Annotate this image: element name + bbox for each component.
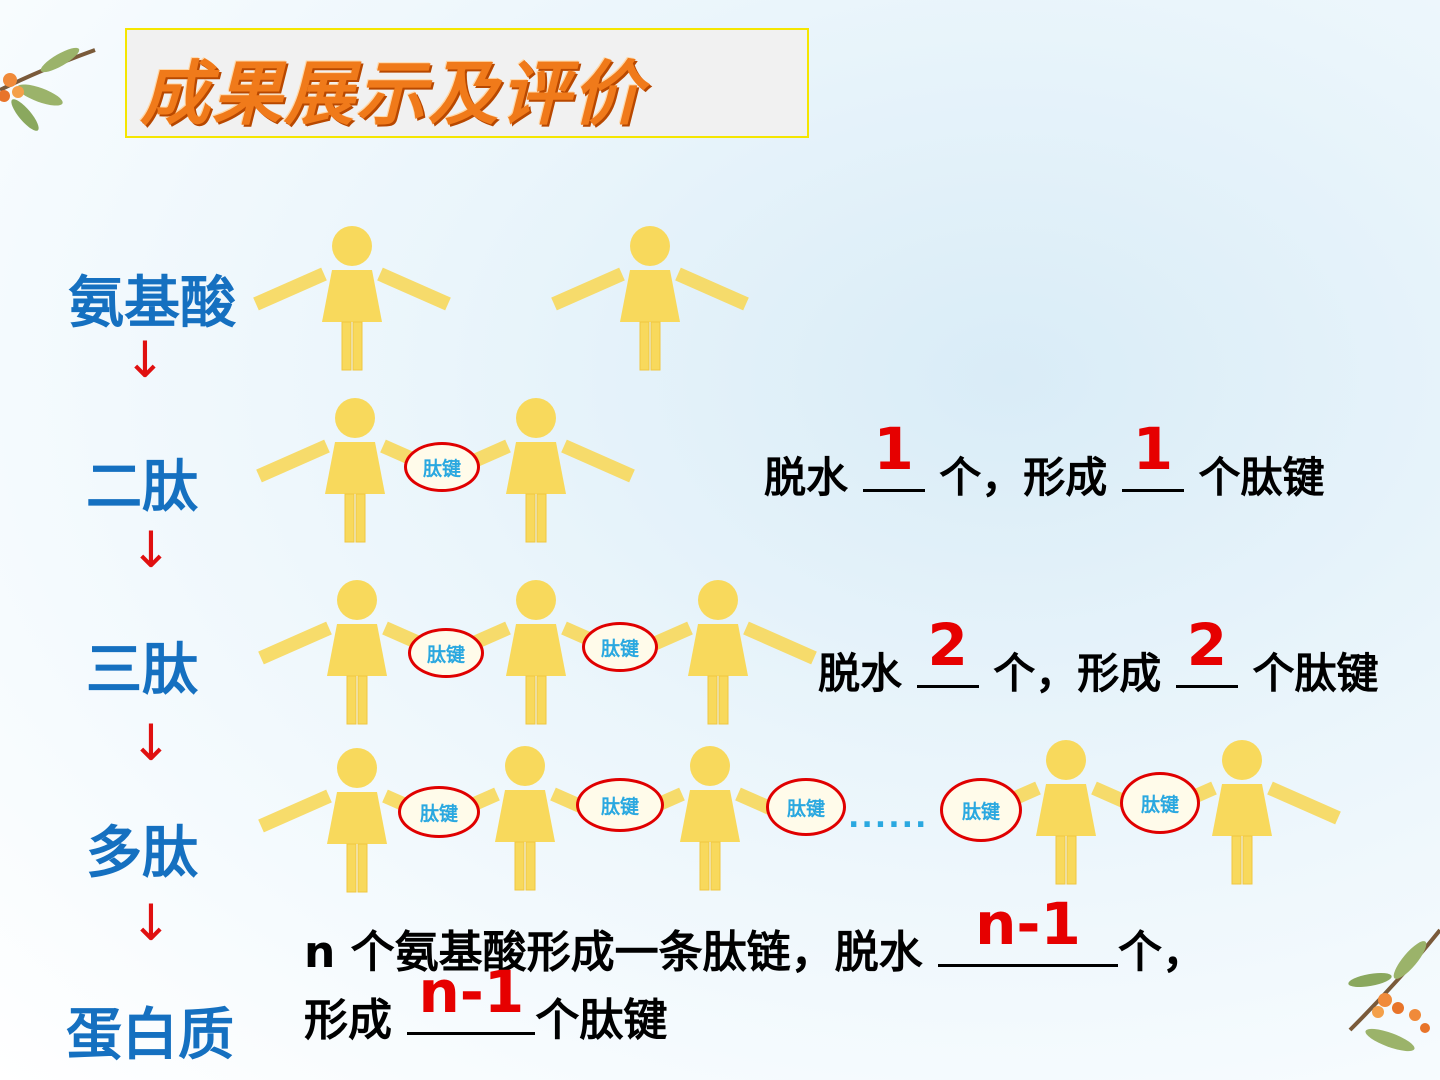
answer-bonds: 1 bbox=[1132, 415, 1174, 483]
title-box bbox=[125, 28, 809, 138]
stage-amino-acid: 氨基酸 bbox=[68, 271, 236, 336]
arrow-icon: ↓ bbox=[124, 331, 166, 389]
stage-dipeptide: 二肽 bbox=[86, 455, 198, 520]
peptide-bond: 肽键 bbox=[1120, 772, 1200, 834]
decorative-branch-bottom-right bbox=[1348, 928, 1440, 1052]
peptide-bond: 肽键 bbox=[940, 778, 1022, 842]
ellipsis: ...... bbox=[848, 800, 929, 835]
decorative-branch-top-left bbox=[0, 47, 96, 131]
stage-protein: 蛋白质 bbox=[66, 1003, 234, 1068]
answer-dehydration: 1 bbox=[873, 415, 914, 483]
peptide-bond: 肽键 bbox=[582, 622, 658, 672]
arrow-icon: ↓ bbox=[130, 521, 172, 579]
amino-acid-figure bbox=[253, 226, 451, 371]
answer-dehydration: n-1 bbox=[975, 890, 1081, 958]
stage-polypeptide: 多肽 bbox=[86, 821, 198, 886]
amino-acid-figure bbox=[551, 226, 749, 371]
peptide-bond: 肽键 bbox=[576, 778, 664, 832]
peptide-bond: 肽键 bbox=[398, 786, 480, 838]
amino-acid-figure bbox=[256, 398, 454, 543]
dipeptide-equation: 脱水 1 个，形成 1 个肽键 bbox=[764, 415, 1325, 502]
peptide-bond: 肽键 bbox=[404, 442, 480, 492]
peptide-bond: 肽键 bbox=[408, 628, 484, 678]
peptide-bond: 肽键 bbox=[766, 778, 846, 836]
answer-bonds: 2 bbox=[1186, 611, 1228, 679]
amino-acid-figure bbox=[967, 740, 1165, 885]
answer-dehydration: 2 bbox=[927, 611, 968, 679]
answer-bonds: n-1 bbox=[418, 958, 525, 1026]
stage-tripeptide: 三肽 bbox=[86, 638, 198, 703]
arrow-icon: ↓ bbox=[130, 894, 172, 952]
tripeptide-equation: 脱水 2 个，形成 2 个肽键 bbox=[818, 611, 1379, 698]
page-title: 成果展示及评价 bbox=[140, 53, 644, 135]
arrow-icon: ↓ bbox=[130, 714, 172, 772]
